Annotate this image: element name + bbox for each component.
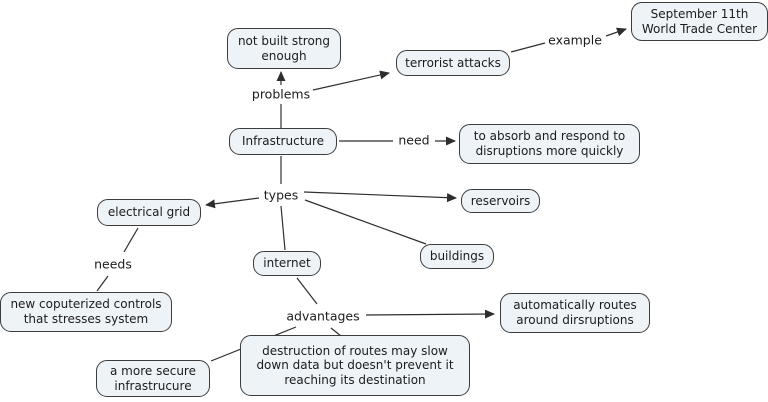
link-label-needs[interactable]: needs (94, 256, 132, 272)
concept-node-new-computerized-controls[interactable]: new coputerized controls that stresses s… (0, 292, 172, 332)
link-label-advantages[interactable]: advantages (286, 308, 360, 324)
edge-types-to-internet (280, 205, 286, 251)
edge-example-to-september-11th (605, 27, 627, 37)
concept-node-electrical-grid[interactable]: electrical grid (97, 199, 201, 226)
concept-node-infrastructure[interactable]: Infrastructure (229, 128, 337, 155)
edge-types-to-reservoirs (303, 191, 457, 203)
concept-node-buildings[interactable]: buildings (420, 244, 494, 269)
edge-advantages-to-automatically-routes (365, 309, 495, 319)
link-label-types[interactable]: types (263, 187, 299, 203)
concept-node-more-secure-infrastructure[interactable]: a more secure infrastrucure (96, 360, 210, 397)
concept-node-destruction-of-routes[interactable]: destruction of routes may slow down data… (240, 335, 470, 396)
concept-node-internet[interactable]: internet (253, 251, 321, 276)
concept-node-automatically-routes[interactable]: automatically routes around dirsruptions (500, 293, 650, 333)
edge-terrorist-attacks-to-example (510, 42, 546, 53)
link-label-need[interactable]: need (398, 132, 430, 148)
link-label-problems[interactable]: problems (251, 86, 311, 102)
concept-node-not-built-strong-enough[interactable]: not built strong enough (227, 28, 341, 69)
edge-electrical-grid-to-needs (123, 227, 139, 253)
concept-node-september-11th[interactable]: September 11th World Trade Center (631, 2, 768, 41)
edge-problems-to-terrorist-attacks (312, 70, 390, 91)
edge-types-to-buildings (304, 199, 427, 245)
concept-node-reservoirs[interactable]: reservoirs (461, 189, 540, 213)
concept-node-terrorist-attacks[interactable]: terrorist attacks (396, 50, 510, 76)
link-label-example[interactable]: example (548, 32, 602, 48)
edge-internet-to-advantages (296, 277, 318, 305)
edge-needs-to-new-controls (96, 275, 109, 292)
edge-types-to-electrical-grid (205, 197, 260, 209)
concept-node-absorb-respond[interactable]: to absorb and respond to disruptions mor… (459, 124, 640, 164)
